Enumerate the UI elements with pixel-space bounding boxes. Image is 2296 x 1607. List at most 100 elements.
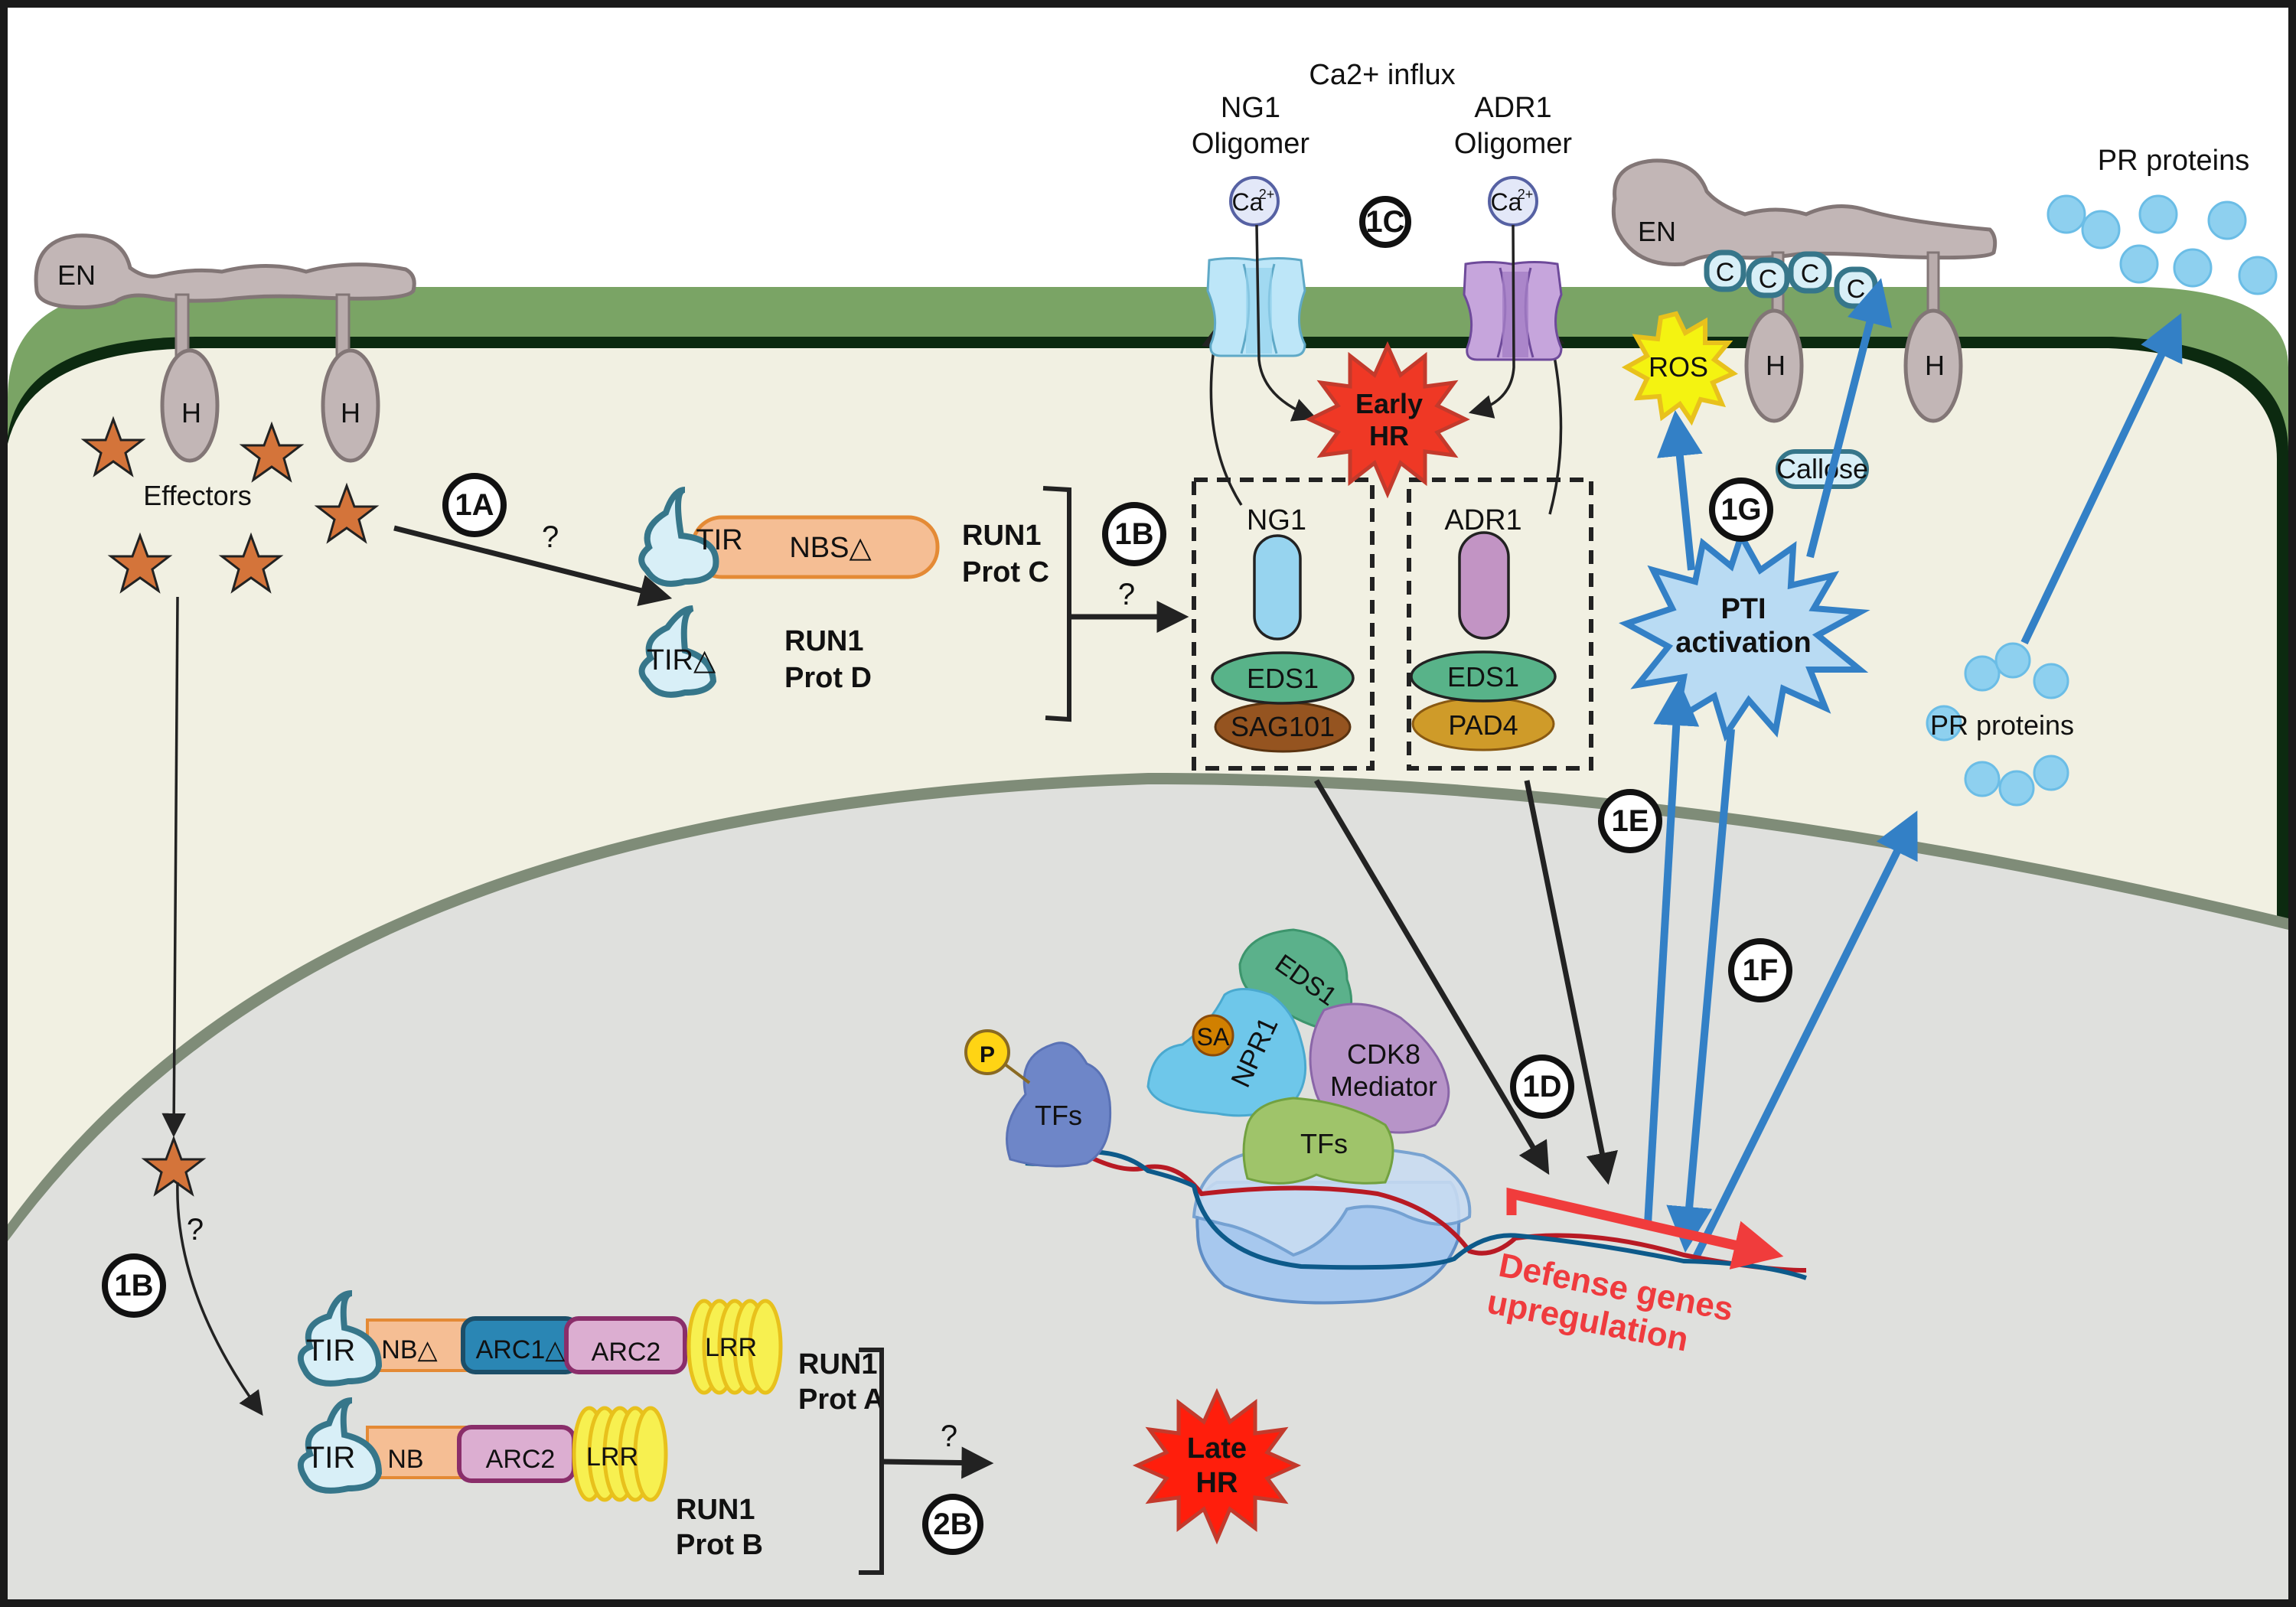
tir-label-a: TIR xyxy=(306,1334,355,1367)
tir-domain xyxy=(638,487,719,587)
pr-proteins-label-cytoplasm: PR proteins xyxy=(1930,709,2074,741)
nb-delta-label: NB△ xyxy=(381,1335,438,1364)
h-label-left-1: H xyxy=(181,397,201,429)
h-label-right-2: H xyxy=(1925,350,1945,381)
h-label-left-2: H xyxy=(341,397,360,429)
sa-label: SA xyxy=(1197,1023,1230,1051)
adr1-oligomer-line2: Oligomer xyxy=(1454,128,1572,160)
badge-1e: 1E xyxy=(1598,789,1662,853)
haustorium-right: EN H H C C C C xyxy=(1611,158,1998,423)
eds1-label-adr1: EDS1 xyxy=(1447,661,1519,693)
adr1-oligomer-line1: ADR1 xyxy=(1474,92,1551,124)
haustorium-neck-right-1 xyxy=(1744,308,1804,423)
c-label-4: C xyxy=(1847,275,1866,304)
c-label-2: C xyxy=(1759,265,1778,294)
pti-line1: PTI xyxy=(1720,593,1766,625)
badge-2b: 2B xyxy=(922,1494,983,1555)
svg-text:Ca: Ca xyxy=(1491,188,1522,216)
eds1-shape-adr1 xyxy=(1410,650,1557,702)
effector-icon-nuclear xyxy=(141,1135,207,1197)
c-label-3: C xyxy=(1801,259,1820,288)
pad4-label: PAD4 xyxy=(1448,709,1518,741)
ng1-channel xyxy=(1206,257,1306,357)
eds1-label-ng1: EDS1 xyxy=(1247,663,1319,694)
run1-prot-a: TIR NB△ ARC1△ ARC2 LRR RUN1 Prot A xyxy=(297,1290,885,1416)
pr-proteins-apoplast: PR proteins xyxy=(2047,145,2278,295)
arrow-pti-to-ros xyxy=(1657,410,1703,571)
effectors-group xyxy=(80,416,380,1197)
tir-domain-b xyxy=(297,1397,383,1494)
badge-1d: 1D xyxy=(1510,1054,1574,1119)
arrow-pr-to-apoplast xyxy=(2020,313,2183,645)
ng1-helper-shape xyxy=(1253,534,1302,641)
phospho-group: P xyxy=(964,1029,1010,1075)
run1-prot-c: TIR NBS△ RUN1 Prot C xyxy=(638,487,1049,588)
ros-label: ROS xyxy=(1649,351,1708,383)
dna-helix xyxy=(1025,1149,1807,1280)
ca-ion-adr1: Ca 2+ xyxy=(1488,176,1538,227)
run1-d-name1: RUN1 xyxy=(784,625,863,657)
arrow-genes-to-pr xyxy=(1691,810,1918,1261)
phospho-label: P xyxy=(980,1042,995,1068)
late-hr-line1: Late xyxy=(1187,1433,1247,1465)
badge-1b-bottom: 1B xyxy=(102,1253,166,1318)
ng1-oligomer-line1: NG1 xyxy=(1221,92,1280,124)
adr1-helper-shape xyxy=(1458,531,1510,640)
tir-delta-label: TIR△ xyxy=(647,644,716,676)
svg-text:2+: 2+ xyxy=(1518,187,1534,202)
tf-left: TFs xyxy=(1006,1041,1112,1168)
arrow-effector-to-run1-ab xyxy=(176,1182,263,1416)
question-1b-top: ? xyxy=(1118,578,1135,611)
question-2b: ? xyxy=(941,1420,957,1453)
arrow-effector-to-nucleus xyxy=(161,596,186,1138)
svg-text:1D: 1D xyxy=(1522,1070,1561,1103)
ca-influx-label: Ca2+ influx xyxy=(1309,59,1455,91)
arrow-ng1-to-channel xyxy=(1202,324,1243,506)
run1-c-name1: RUN1 xyxy=(962,520,1041,552)
effectors-label: Effectors xyxy=(143,480,251,511)
effector-icon xyxy=(239,421,305,483)
npr1: NPR1 xyxy=(1146,988,1307,1117)
eds1-shape-ng1 xyxy=(1211,651,1355,705)
badge-1g: 1G xyxy=(1709,478,1773,542)
early-hr-line1: Early xyxy=(1355,388,1423,419)
tfs-right-label: TFs xyxy=(1300,1128,1348,1159)
tir-delta-domain xyxy=(638,605,717,698)
cdk8-line1: CDK8 xyxy=(1347,1038,1420,1070)
svg-text:1F: 1F xyxy=(1743,953,1779,987)
nb-label: NB xyxy=(387,1445,423,1474)
cdk8-mediator: CDK8 Mediator xyxy=(1309,1002,1450,1134)
haustorium-left: EN H H xyxy=(34,233,416,463)
run1-b-name2: Prot B xyxy=(676,1529,763,1561)
run1-d-name2: Prot D xyxy=(784,662,872,694)
lrr-label-a: LRR xyxy=(705,1333,757,1362)
run1-prot-b: TIR NB ARC2 LRR RUN1 Prot B xyxy=(297,1397,763,1561)
en-label-right: EN xyxy=(1638,216,1676,247)
run1-a-name2: Prot A xyxy=(798,1384,885,1416)
bracket-run1-ab xyxy=(859,1348,884,1575)
arrow-ng1-complex-to-genes xyxy=(1313,779,1550,1175)
lrr-domain-b xyxy=(572,1406,668,1502)
arrow-ca-ng1-to-early-hr xyxy=(1255,224,1317,422)
haustorium-neck-right-2 xyxy=(1903,308,1963,423)
callose-label-box: Callose xyxy=(1776,449,1869,489)
haustorium-neck-left-1 xyxy=(160,348,220,463)
arrow-ca-adr1-to-early-hr xyxy=(1468,224,1515,419)
callose-deposit-c1 xyxy=(1704,249,1746,292)
arrow-run1-ab-to-late-hr xyxy=(881,1446,994,1479)
sa-molecule: SA xyxy=(1192,1014,1234,1057)
ng1-oligomer-line2: Oligomer xyxy=(1192,128,1309,160)
effector-icon xyxy=(314,482,380,544)
arrow-pti-to-genes xyxy=(1666,729,1735,1253)
cdk8-line2: Mediator xyxy=(1330,1071,1437,1102)
ca-ion-ng1: Ca 2+ xyxy=(1229,176,1280,227)
h-label-right-1: H xyxy=(1766,350,1786,381)
late-hr-burst: Late HR xyxy=(1132,1387,1302,1545)
run1-c-name2: Prot C xyxy=(962,556,1049,588)
arrow-effector-to-run1-cd xyxy=(393,525,673,607)
adr1-helper-label: ADR1 xyxy=(1444,504,1521,536)
sag101-label: SAG101 xyxy=(1231,711,1335,742)
tir-label-b: TIR xyxy=(306,1441,355,1475)
bracket-run1-cd xyxy=(1042,486,1071,722)
